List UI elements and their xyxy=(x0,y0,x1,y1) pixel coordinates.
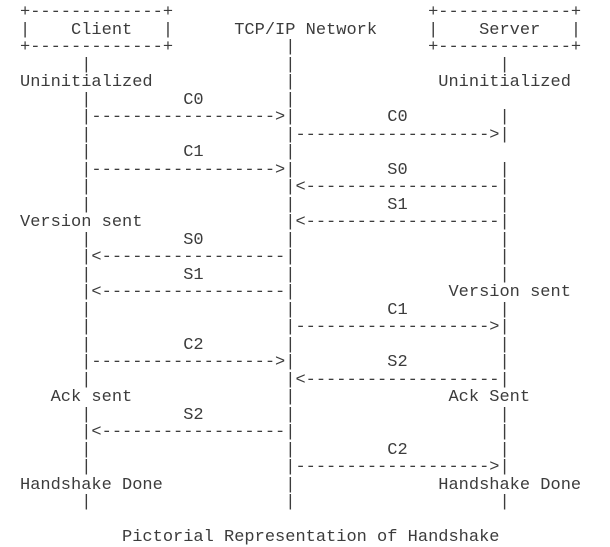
handshake-sequence-ascii-art: +-------------+ +-------------+ | Client… xyxy=(20,3,582,512)
diagram-caption: Pictorial Representation of Handshake xyxy=(20,528,500,547)
